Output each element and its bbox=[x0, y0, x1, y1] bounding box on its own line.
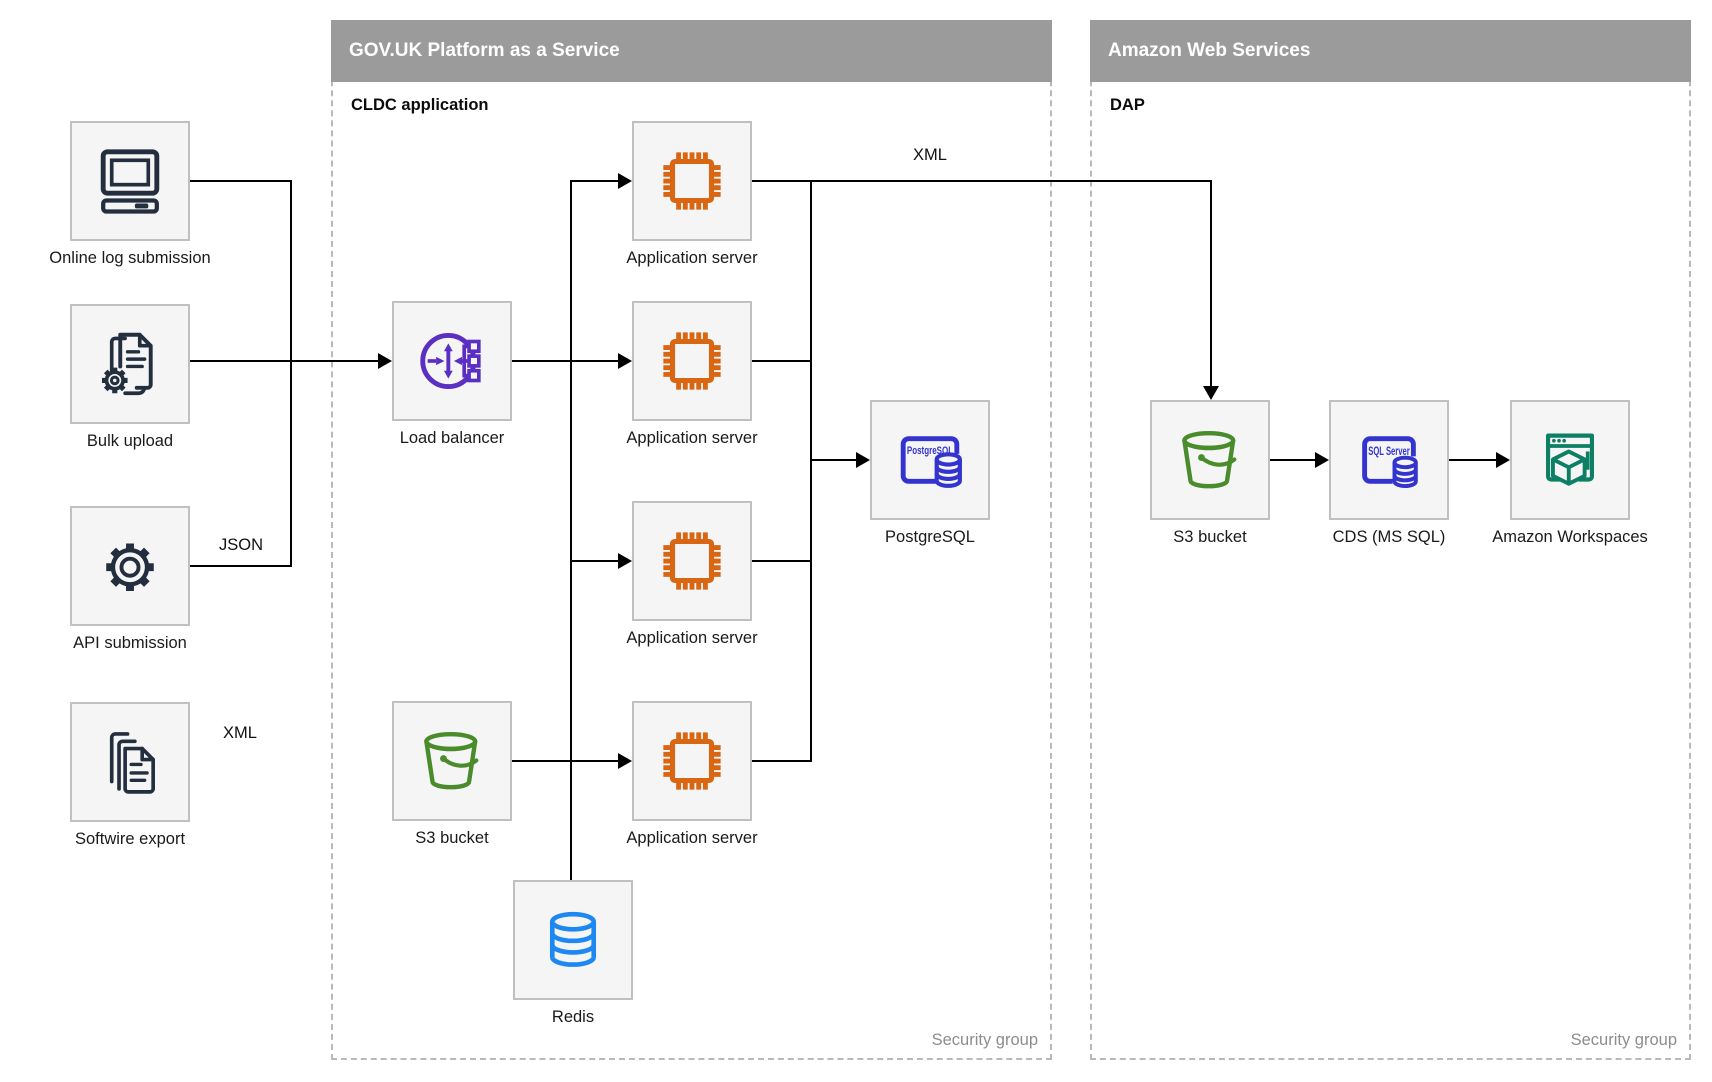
node-application-server-3: Application server bbox=[626, 501, 758, 647]
arrowhead bbox=[1203, 386, 1219, 400]
node-postgresql: PostgreSQL PostgreSQL bbox=[870, 400, 990, 546]
node-bulk-upload: Bulk upload bbox=[70, 304, 190, 450]
node-label: Application server bbox=[626, 249, 758, 267]
chip-icon bbox=[663, 532, 721, 590]
node-application-server-2: Application server bbox=[626, 301, 758, 447]
arrowhead bbox=[1315, 452, 1329, 468]
node-load-balancer: Load balancer bbox=[392, 301, 512, 447]
arrowhead bbox=[618, 553, 632, 569]
database-icon bbox=[549, 911, 597, 967]
paas-container-subtitle: CLDC application bbox=[351, 96, 489, 114]
node-softwire-export: Softwire export bbox=[70, 702, 190, 848]
connector bbox=[1449, 459, 1496, 461]
node-online-log-submission: Online log submission bbox=[49, 121, 211, 267]
arrowhead bbox=[618, 753, 632, 769]
icon-box bbox=[70, 121, 190, 241]
node-label: Application server bbox=[626, 829, 758, 847]
arrowhead bbox=[856, 452, 870, 468]
node-label: PostgreSQL bbox=[885, 528, 975, 546]
node-s3-bucket-aws: S3 bucket bbox=[1150, 400, 1270, 546]
connector bbox=[511, 360, 618, 362]
bucket-icon bbox=[424, 731, 479, 790]
connector bbox=[752, 180, 1211, 182]
node-label: Softwire export bbox=[74, 830, 186, 848]
node-redis: Redis bbox=[513, 880, 633, 1026]
connector bbox=[1210, 180, 1212, 386]
connector bbox=[290, 180, 292, 567]
edge-label-json: JSON bbox=[218, 536, 263, 554]
icon-box bbox=[632, 121, 752, 241]
node-label: Load balancer bbox=[399, 429, 505, 447]
icon-box bbox=[632, 501, 752, 621]
postgresql-icon: PostgreSQL bbox=[900, 436, 962, 488]
connector bbox=[1270, 459, 1315, 461]
sql-server-badge-text: SQL Server bbox=[1368, 446, 1410, 458]
icon-box: PostgreSQL bbox=[870, 400, 990, 520]
workspaces-icon bbox=[1545, 433, 1595, 486]
document-gear-icon bbox=[101, 332, 153, 396]
node-api-submission: API submission bbox=[70, 506, 190, 652]
node-label: Bulk upload bbox=[86, 432, 174, 450]
connector bbox=[752, 760, 812, 762]
edge-label-xml-export: XML bbox=[223, 724, 257, 742]
chip-icon bbox=[663, 332, 721, 390]
bucket-icon bbox=[1182, 430, 1237, 489]
icon-box bbox=[632, 301, 752, 421]
connector bbox=[752, 560, 812, 562]
aws-container-subtitle: DAP bbox=[1110, 96, 1145, 114]
connector bbox=[190, 565, 292, 567]
icon-box bbox=[1510, 400, 1630, 520]
paas-container: GOV.UK Platform as a Service CLDC applic… bbox=[331, 20, 1052, 1060]
connector bbox=[752, 360, 812, 362]
arrowhead bbox=[618, 353, 632, 369]
icon-box bbox=[632, 701, 752, 821]
icon-box bbox=[70, 304, 190, 424]
paas-container-title: GOV.UK Platform as a Service bbox=[331, 20, 1052, 82]
node-label: API submission bbox=[73, 634, 187, 652]
icon-box: SQL Server bbox=[1329, 400, 1449, 520]
node-label: S3 bucket bbox=[415, 829, 489, 847]
load-balancer-icon bbox=[420, 332, 481, 390]
paas-security-group-label: Security group bbox=[931, 1031, 1038, 1049]
sql-server-icon: SQL Server bbox=[1362, 436, 1418, 488]
node-label: Redis bbox=[551, 1008, 595, 1026]
icon-box bbox=[1150, 400, 1270, 520]
icon-box bbox=[392, 701, 512, 821]
connector bbox=[190, 360, 378, 362]
edge-label-xml-to-dap: XML bbox=[913, 146, 947, 164]
node-label: S3 bucket bbox=[1173, 528, 1247, 546]
connector bbox=[810, 180, 812, 762]
connector bbox=[570, 180, 618, 182]
gear-icon bbox=[106, 543, 154, 591]
connector bbox=[570, 560, 618, 562]
node-label: CDS (MS SQL) bbox=[1332, 528, 1446, 546]
node-label: Application server bbox=[626, 629, 758, 647]
arrowhead bbox=[1496, 452, 1510, 468]
computer-icon bbox=[100, 149, 160, 214]
aws-container-title: Amazon Web Services bbox=[1090, 20, 1691, 82]
node-label: Online log submission bbox=[49, 249, 211, 267]
arrowhead bbox=[378, 353, 392, 369]
arrowhead bbox=[618, 173, 632, 189]
chip-icon bbox=[663, 152, 721, 210]
icon-box bbox=[513, 880, 633, 1000]
chip-icon bbox=[663, 732, 721, 790]
aws-security-group-label: Security group bbox=[1570, 1031, 1677, 1049]
connector bbox=[190, 180, 292, 182]
node-application-server-4: Application server bbox=[626, 701, 758, 847]
aws-container: Amazon Web Services DAP Security group bbox=[1090, 20, 1691, 1060]
connector bbox=[811, 459, 856, 461]
node-amazon-workspaces: Amazon Workspaces bbox=[1492, 400, 1648, 546]
icon-box bbox=[392, 301, 512, 421]
icon-box bbox=[70, 702, 190, 822]
node-cds-ms-sql: SQL Server CDS (MS SQL) bbox=[1329, 400, 1449, 546]
node-s3-bucket-paas: S3 bucket bbox=[392, 701, 512, 847]
node-label: Application server bbox=[626, 429, 758, 447]
node-label: Amazon Workspaces bbox=[1492, 528, 1648, 546]
connector bbox=[511, 760, 618, 762]
documents-icon bbox=[109, 732, 155, 794]
node-application-server-1: Application server bbox=[626, 121, 758, 267]
icon-box bbox=[70, 506, 190, 626]
connector bbox=[570, 180, 572, 880]
